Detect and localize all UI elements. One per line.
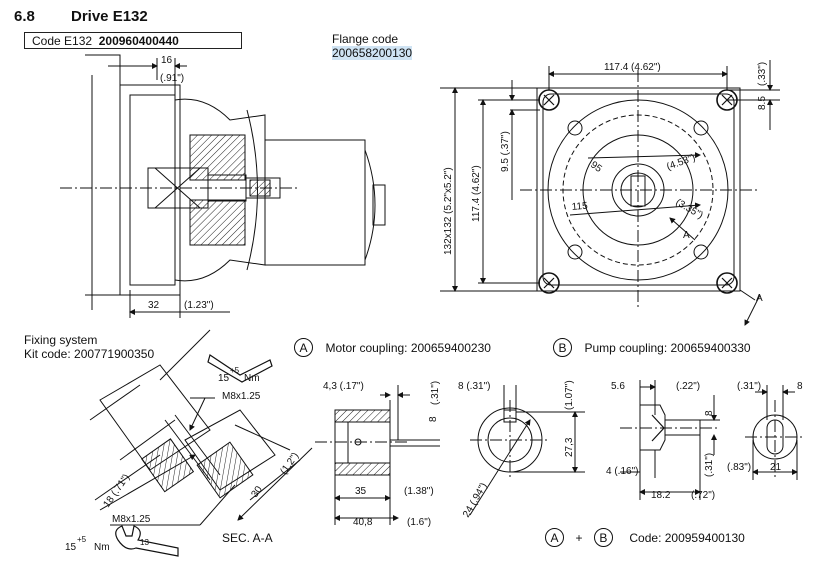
- drive-side-view: [60, 54, 386, 318]
- code-label: Code E132: [32, 34, 93, 48]
- dim-4: 4 (.16"): [606, 466, 638, 477]
- dim-32: 32: [148, 300, 160, 311]
- fixing-kit-code: Kit code: 200771900350: [24, 347, 155, 361]
- coupling-ab: A + B Code: 200959400130: [545, 528, 745, 547]
- section-number: 6.8: [14, 8, 35, 25]
- motor-coupling-end: [469, 385, 585, 516]
- fixing-system-drawing: [89, 329, 313, 557]
- dim-033: (.33"): [757, 62, 768, 86]
- dim-8-a: 8: [428, 416, 439, 422]
- torque-2: 15: [65, 542, 77, 553]
- dim-5-6: 5.6: [611, 381, 625, 392]
- code-value: 200960400440: [98, 34, 179, 48]
- dim-18-2: 18.2: [651, 490, 671, 501]
- nm-1: Nm: [244, 373, 260, 384]
- dim-21: 21: [770, 462, 782, 473]
- dim-8-031: 8 (.31"): [458, 381, 490, 392]
- wrench-size: 13: [140, 538, 149, 547]
- pump-coupling-side: [620, 380, 720, 500]
- section-aa-label: SEC. A-A: [222, 531, 273, 545]
- dim-107: (1.07"): [564, 380, 575, 410]
- dim-16: 16: [161, 55, 173, 66]
- dim-40-8: 40,8: [353, 517, 373, 528]
- flange-code-label: Flange code: [332, 32, 399, 46]
- dim-022: (.22"): [676, 381, 700, 392]
- dim-083: (.83"): [727, 462, 751, 473]
- flange-front-view: [440, 60, 780, 326]
- dim-117-vert: 117.4 (4.62"): [471, 165, 482, 222]
- dim-35: 35: [355, 486, 367, 497]
- dim-115: 115: [571, 201, 588, 213]
- dim-335: (3.35"): [674, 197, 705, 221]
- dim-138: (1.38"): [404, 486, 434, 497]
- dim-8-d: 8: [797, 381, 803, 392]
- coupling-a: A Motor coupling: 200659400230: [294, 338, 491, 357]
- marker-a-icon: A: [545, 528, 564, 547]
- plus-sign: +: [575, 531, 583, 545]
- dim-4-3: 4,3 (.17"): [323, 381, 364, 392]
- dim-1-6: (1.6"): [407, 517, 431, 528]
- dim-117-top: 117.4 (4.62"): [604, 62, 661, 73]
- dim-9-5: 9.5 (.37"): [500, 131, 511, 172]
- dim-031-c: (.31"): [737, 381, 761, 392]
- marker-b-icon: B: [553, 338, 572, 357]
- section-marker-a1: A: [683, 230, 690, 241]
- m8-top: M8x1.25: [222, 391, 261, 402]
- torque-2-sup: +5: [77, 535, 87, 544]
- dim-123: (1.23"): [184, 300, 214, 311]
- marker-b-icon: B: [593, 528, 613, 547]
- fixing-system-label: Fixing system: [24, 333, 98, 347]
- torque-1: 15: [218, 373, 230, 384]
- dim-27-3: 27,3: [564, 437, 575, 457]
- motor-coupling-label: Motor coupling: 200659400230: [325, 341, 491, 355]
- dim-132x132: 132x132 (5.2"x5.2"): [443, 167, 454, 255]
- pump-coupling-label: Pump coupling: 200659400330: [584, 341, 751, 355]
- dim-091: (.91"): [160, 73, 184, 84]
- dim-24: 24 (.94"): [461, 481, 490, 519]
- coupling-b: B Pump coupling: 200659400330: [553, 338, 751, 357]
- section-marker-a2: A: [756, 293, 763, 304]
- pump-coupling-end: [745, 385, 805, 480]
- motor-coupling-side: [315, 385, 440, 525]
- coupling-set-code: Code: 200959400130: [629, 531, 745, 545]
- section-title: Drive E132: [71, 8, 148, 25]
- torque-1-sup: +5: [230, 366, 240, 375]
- dim-30: 30: [249, 484, 265, 500]
- marker-a-icon: A: [294, 338, 313, 357]
- m8-bottom: M8x1.25: [112, 514, 151, 525]
- flange-code-value[interactable]: 200658200130: [332, 46, 413, 60]
- dim-031-a: (.31"): [430, 381, 441, 405]
- code-box: Code E132 200960400440: [24, 32, 242, 49]
- dim-031-b: (.31"): [704, 453, 715, 477]
- dim-18: 18 (.71"): [101, 472, 132, 509]
- nm-2: Nm: [94, 542, 110, 553]
- dim-1-2: (1.2"): [278, 451, 301, 477]
- dim-8-c: 8: [704, 410, 715, 416]
- dim-8-5: 8.5: [757, 96, 768, 110]
- dim-072: (.72"): [691, 490, 715, 501]
